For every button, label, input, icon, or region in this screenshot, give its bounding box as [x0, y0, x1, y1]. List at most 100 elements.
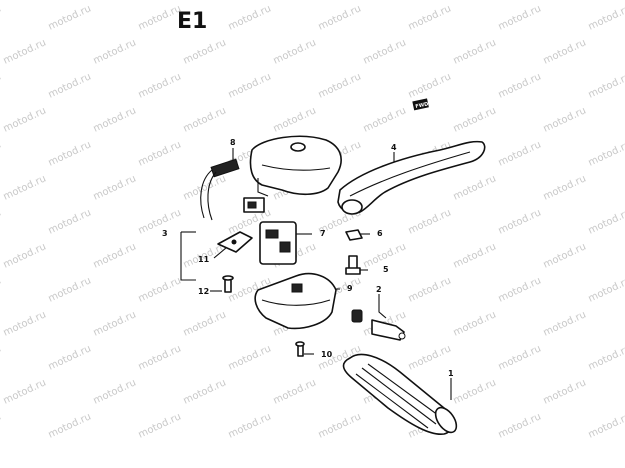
- watermark-text: motod.ru: [92, 37, 138, 66]
- watermark-text: motod.ru: [0, 207, 3, 236]
- watermark-text: motod.ru: [92, 173, 138, 202]
- watermark-text: motod.ru: [0, 3, 3, 32]
- watermark-text: motod.ru: [47, 343, 93, 372]
- watermark-text: motod.ru: [587, 71, 625, 100]
- watermark-text: motod.ru: [407, 343, 453, 372]
- front-brake-switch-drawing: [351, 309, 406, 341]
- watermark-text: motod.ru: [497, 411, 543, 440]
- diagram-title: E1: [177, 9, 207, 34]
- watermark-text: motod.ru: [587, 207, 625, 236]
- watermark-text: motod.ru: [362, 105, 408, 134]
- watermark-text: motod.ru: [407, 71, 453, 100]
- watermark-text: motod.ru: [227, 71, 273, 100]
- watermark-text: motod.ru: [47, 71, 93, 100]
- watermark-text: motod.ru: [2, 309, 48, 338]
- watermark-text: motod.ru: [137, 139, 183, 168]
- watermark-text: motod.ru: [182, 309, 228, 338]
- front-marker-text: FWD: [415, 101, 429, 110]
- callout-9: 9: [347, 284, 353, 293]
- watermark-text: motod.ru: [182, 105, 228, 134]
- lower-housing-drawing: [254, 272, 337, 330]
- watermark-text: motod.ru: [137, 207, 183, 236]
- lever-nut-drawing: [345, 229, 363, 241]
- watermark-text: motod.ru: [47, 139, 93, 168]
- watermark-text: motod.ru: [137, 411, 183, 440]
- watermark-text: motod.ru: [497, 139, 543, 168]
- watermark-text: motod.ru: [182, 37, 228, 66]
- switch-unit-drawing: [243, 197, 297, 265]
- watermark-text: motod.ru: [182, 173, 228, 202]
- leader-lines: [180, 148, 452, 400]
- watermark-text: motod.ru: [317, 3, 363, 32]
- watermark-text: motod.ru: [0, 411, 3, 440]
- watermark-text: motod.ru: [92, 309, 138, 338]
- watermark-text: motod.ru: [542, 377, 588, 406]
- watermark-layer: motod.ru motod.ru motod.ru motod.ru motod.ru…: [0, 3, 625, 440]
- watermark-text: motod.ru: [0, 343, 3, 372]
- callout-1: 1: [448, 369, 454, 378]
- callout-5: 5: [383, 265, 389, 274]
- upper-housing-drawing: [249, 135, 342, 197]
- watermark-text: motod.ru: [497, 3, 543, 32]
- watermark-text: motod.ru: [407, 275, 453, 304]
- watermark-text: motod.ru: [47, 3, 93, 32]
- callout-10: 10: [321, 350, 333, 359]
- watermark-text: motod.ru: [407, 3, 453, 32]
- watermark-text: motod.ru: [0, 71, 3, 100]
- grip-drawing: [342, 353, 458, 435]
- watermark-text: motod.ru: [587, 3, 625, 32]
- watermark-text: motod.ru: [317, 71, 363, 100]
- watermark-text: motod.ru: [272, 377, 318, 406]
- watermark-text: motod.ru: [227, 411, 273, 440]
- watermark-text: motod.ru: [137, 71, 183, 100]
- watermark-text: motod.ru: [0, 139, 3, 168]
- wire-clamp-drawing: [217, 231, 253, 253]
- watermark-text: motod.ru: [497, 71, 543, 100]
- watermark-text: motod.ru: [227, 343, 273, 372]
- watermark-text: motod.ru: [542, 241, 588, 270]
- watermark-text: motod.ru: [92, 377, 138, 406]
- watermark-text: motod.ru: [497, 275, 543, 304]
- watermark-text: motod.ru: [227, 3, 273, 32]
- watermark-text: motod.ru: [452, 377, 498, 406]
- callout-11: 11: [198, 255, 210, 264]
- watermark-text: motod.ru: [542, 105, 588, 134]
- watermark-text: motod.ru: [92, 241, 138, 270]
- wire-connector-drawing: [200, 158, 240, 221]
- watermark-text: motod.ru: [182, 377, 228, 406]
- watermark-text: motod.ru: [2, 37, 48, 66]
- callout-8: 8: [230, 138, 236, 147]
- watermark-text: motod.ru: [137, 343, 183, 372]
- front-direction-marker: FWD: [412, 98, 429, 111]
- watermark-text: motod.ru: [452, 105, 498, 134]
- watermark-text: motod.ru: [0, 275, 3, 304]
- part-callouts: 1 2 3 4 5 6 7 8 9 10 11 12: [162, 138, 454, 378]
- callout-7: 7: [320, 229, 326, 238]
- watermark-text: motod.ru: [362, 37, 408, 66]
- watermark-text: motod.ru: [542, 173, 588, 202]
- watermark-text: motod.ru: [407, 207, 453, 236]
- watermark-text: motod.ru: [47, 411, 93, 440]
- watermark-text: motod.ru: [272, 105, 318, 134]
- watermark-text: motod.ru: [137, 275, 183, 304]
- screws-drawing: [222, 275, 305, 357]
- watermark-text: motod.ru: [2, 241, 48, 270]
- watermark-text: motod.ru: [587, 343, 625, 372]
- watermark-text: motod.ru: [272, 37, 318, 66]
- watermark-text: motod.ru: [497, 343, 543, 372]
- watermark-text: motod.ru: [452, 309, 498, 338]
- callout-6: 6: [377, 229, 383, 238]
- watermark-text: motod.ru: [542, 309, 588, 338]
- pivot-bolt-drawing: [345, 255, 361, 275]
- watermark-text: motod.ru: [587, 411, 625, 440]
- watermark-text: motod.ru: [2, 173, 48, 202]
- brake-lever-drawing: [337, 140, 486, 215]
- watermark-text: motod.ru: [497, 207, 543, 236]
- callout-4: 4: [391, 143, 397, 152]
- watermark-text: motod.ru: [587, 139, 625, 168]
- watermark-text: motod.ru: [92, 105, 138, 134]
- callout-3: 3: [162, 229, 168, 238]
- watermark-text: motod.ru: [452, 37, 498, 66]
- watermark-text: motod.ru: [2, 377, 48, 406]
- watermark-text: motod.ru: [2, 105, 48, 134]
